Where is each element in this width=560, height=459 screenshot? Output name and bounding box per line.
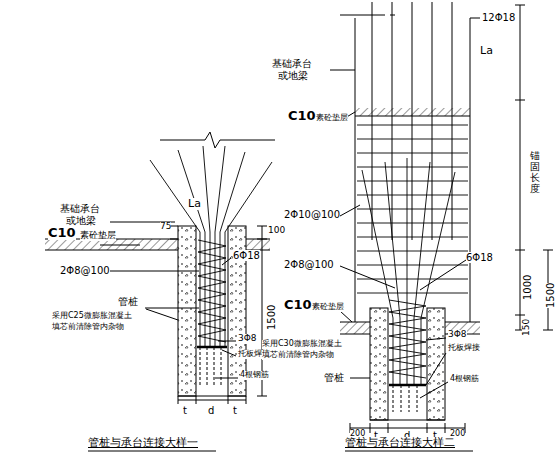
label-text: 素砼垫层: [312, 303, 344, 312]
detail-title: 管桩与承台连接大样二: [345, 437, 455, 449]
detail-two: [330, 2, 553, 451]
note-text: 填芯前清除管内杂物: [52, 323, 124, 332]
note-text: 采用C25微膨胀混凝土: [52, 312, 132, 321]
dimension: La: [480, 45, 493, 57]
label-text: 基础承台: [272, 58, 312, 69]
note-text: 采用C30微膨胀混凝土: [262, 340, 342, 349]
dimension: 75: [160, 222, 171, 232]
rebar-callout: 6Φ18: [466, 252, 493, 263]
dimension: 100: [268, 226, 285, 236]
detail-title: 管桩与承台连接大样一: [88, 437, 198, 449]
rebar-callout: 2Φ10@100: [284, 209, 340, 220]
detail-one: [45, 132, 275, 451]
dimension: d: [208, 405, 214, 416]
rebar-callout: 3Φ8: [448, 330, 467, 340]
label-text: 托板焊接: [448, 344, 480, 353]
rebar-callout: 2Φ8@100: [284, 259, 334, 270]
rebar-callout: 3Φ8: [238, 334, 257, 344]
concrete-grade: C10: [284, 298, 312, 312]
dimension: La: [188, 198, 201, 210]
rebar-callout: 6Φ18: [233, 250, 260, 261]
note-text: 填芯前清除管内杂物: [262, 351, 334, 360]
dimension: 150: [522, 319, 532, 336]
label-text: 基础承台: [60, 203, 100, 214]
label-text: 素砼垫层: [316, 114, 348, 123]
vertical-label: 锚固长度: [530, 150, 540, 194]
concrete-grade: C10: [288, 109, 316, 123]
label-text: 管桩: [118, 296, 138, 307]
label-text: 4根钢筋: [240, 371, 269, 380]
label-text: 管桩: [324, 372, 344, 383]
dimension: t: [183, 405, 187, 416]
label-text: 4根钢筋: [450, 375, 479, 384]
rebar-repeats: [150, 125, 468, 385]
rebar-callout: 12Φ18: [482, 12, 515, 23]
dimension: 1500: [545, 283, 556, 308]
concrete-grade: C10: [48, 226, 76, 240]
label-text: 或地梁: [66, 215, 96, 226]
label-text: 素砼垫层: [80, 231, 116, 241]
label-text: 或地梁: [278, 70, 308, 81]
dimension: 1000: [522, 275, 533, 300]
dimension: t: [233, 405, 237, 416]
dimension: 1500: [266, 305, 277, 330]
rebar-callout: 2Φ8@100: [60, 265, 110, 276]
